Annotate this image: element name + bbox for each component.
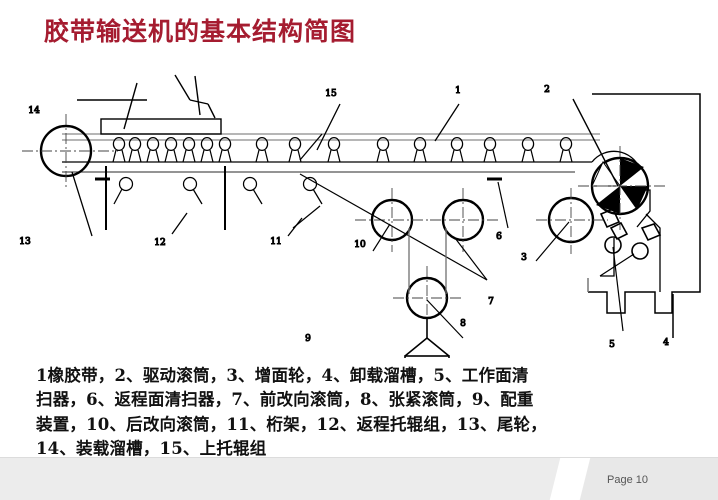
page-number-label: Page 10 bbox=[607, 474, 648, 486]
diagram-canvas: 1 2 3 4 5 6 7 8 9 10 11 12 13 14 15 bbox=[0, 38, 718, 383]
callout-label-14: 14 bbox=[28, 106, 40, 116]
callout-leader-lines bbox=[71, 103, 460, 237]
return-idler-unit bbox=[242, 176, 263, 205]
truss-frame bbox=[105, 166, 226, 230]
return-idler-unit bbox=[182, 176, 203, 205]
counterweight-device bbox=[340, 318, 450, 383]
return-idler-group bbox=[113, 176, 323, 205]
callout-label-4: 4 bbox=[663, 338, 669, 348]
idler-unit bbox=[327, 136, 341, 163]
loading-chute bbox=[100, 118, 222, 135]
tail-wheel-centerlines bbox=[22, 114, 118, 188]
idler-unit bbox=[413, 136, 427, 163]
idler-unit bbox=[200, 136, 214, 163]
front-bend-pulley-leader bbox=[299, 173, 488, 281]
take-up-belt-loop bbox=[408, 228, 447, 294]
idler-unit bbox=[288, 136, 302, 163]
work-face-cleaner bbox=[599, 207, 629, 254]
drive-drum-leader bbox=[572, 98, 619, 187]
callout-label-12: 12 bbox=[154, 238, 165, 248]
belt-wrap-drive-drum bbox=[591, 150, 641, 170]
front-bend-pulley-centerlines bbox=[430, 188, 500, 252]
loading-chute-leaders bbox=[77, 74, 216, 130]
rear-bend-pulley-leader bbox=[372, 223, 391, 252]
callout-label-10: 10 bbox=[354, 240, 366, 250]
idler-unit bbox=[255, 136, 269, 163]
idler-unit bbox=[164, 136, 178, 163]
callout-label-3: 3 bbox=[521, 253, 527, 263]
discharge-chute bbox=[587, 93, 701, 314]
surface-increasing-wheel-centerlines bbox=[536, 188, 608, 254]
callout-label-13: 13 bbox=[19, 237, 31, 247]
callout-label-8: 8 bbox=[460, 319, 466, 329]
idler-unit bbox=[376, 136, 390, 163]
callout-label-2: 2 bbox=[544, 85, 550, 95]
work-face-cleaner-leader bbox=[612, 246, 624, 332]
drum-support-arms bbox=[600, 189, 661, 292]
idler-unit bbox=[483, 136, 497, 163]
legend-line-3: 装置，10、后改向滚筒，11、桁架，12、返程托辊组，13、尾轮， bbox=[36, 414, 547, 434]
return-idler-unit bbox=[113, 176, 134, 205]
legend-caption: 1橡胶带，2、驱动滚筒，3、增面轮，4、卸载溜槽，5、工作面清 扫器，6、返程面… bbox=[36, 364, 684, 462]
callout-label-11: 11 bbox=[270, 237, 281, 247]
tension-pulley-leader bbox=[426, 299, 464, 339]
legend-line-2: 扫器，6、返程面清扫器，7、前改向滚筒，8、张紧滚筒，9、配重 bbox=[36, 390, 534, 410]
surface-increasing-wheel-leader bbox=[535, 221, 570, 262]
idler-unit bbox=[450, 136, 464, 163]
idler-unit bbox=[521, 136, 535, 163]
legend-line-1: 1橡胶带，2、驱动滚筒，3、增面轮，4、卸载溜槽，5、工作面清 bbox=[36, 366, 529, 385]
cleaner-return-leader bbox=[497, 181, 509, 229]
callout-number-labels: 1 2 3 4 5 6 7 8 9 10 11 12 13 14 15 bbox=[19, 84, 670, 350]
callout-label-9: 9 bbox=[305, 334, 311, 344]
diagram-linework: 1 2 3 4 5 6 7 8 9 10 11 12 13 14 15 bbox=[19, 74, 701, 383]
idler-unit bbox=[128, 136, 142, 163]
callout-label-6: 6 bbox=[496, 232, 502, 242]
drive-drum-centerlines bbox=[578, 146, 668, 230]
idler-unit bbox=[146, 136, 160, 163]
page-title: 胶带输送机的基本结构简图 bbox=[44, 17, 357, 46]
slide-footer: Page 10 bbox=[0, 457, 718, 500]
idler-unit bbox=[218, 136, 232, 163]
idler-unit bbox=[112, 136, 126, 163]
upper-idler-group bbox=[112, 136, 573, 163]
callout-label-5: 5 bbox=[609, 340, 615, 350]
drive-drum bbox=[590, 156, 650, 216]
idler-unit bbox=[182, 136, 196, 163]
callout-label-15: 15 bbox=[325, 89, 337, 99]
footer-left-fill bbox=[0, 458, 566, 500]
idler-unit bbox=[559, 136, 573, 163]
return-face-cleaner bbox=[599, 223, 662, 277]
legend-line-4: 14、装载溜槽，15、上托辊组 bbox=[36, 439, 267, 459]
callout-label-7: 7 bbox=[488, 297, 494, 307]
rear-bend-pulley-centerlines bbox=[355, 188, 432, 252]
belt-conveyor-schematic-svg: 1 2 3 4 5 6 7 8 9 10 11 12 13 14 15 bbox=[19, 74, 701, 383]
callout-label-1: 1 bbox=[455, 86, 461, 96]
